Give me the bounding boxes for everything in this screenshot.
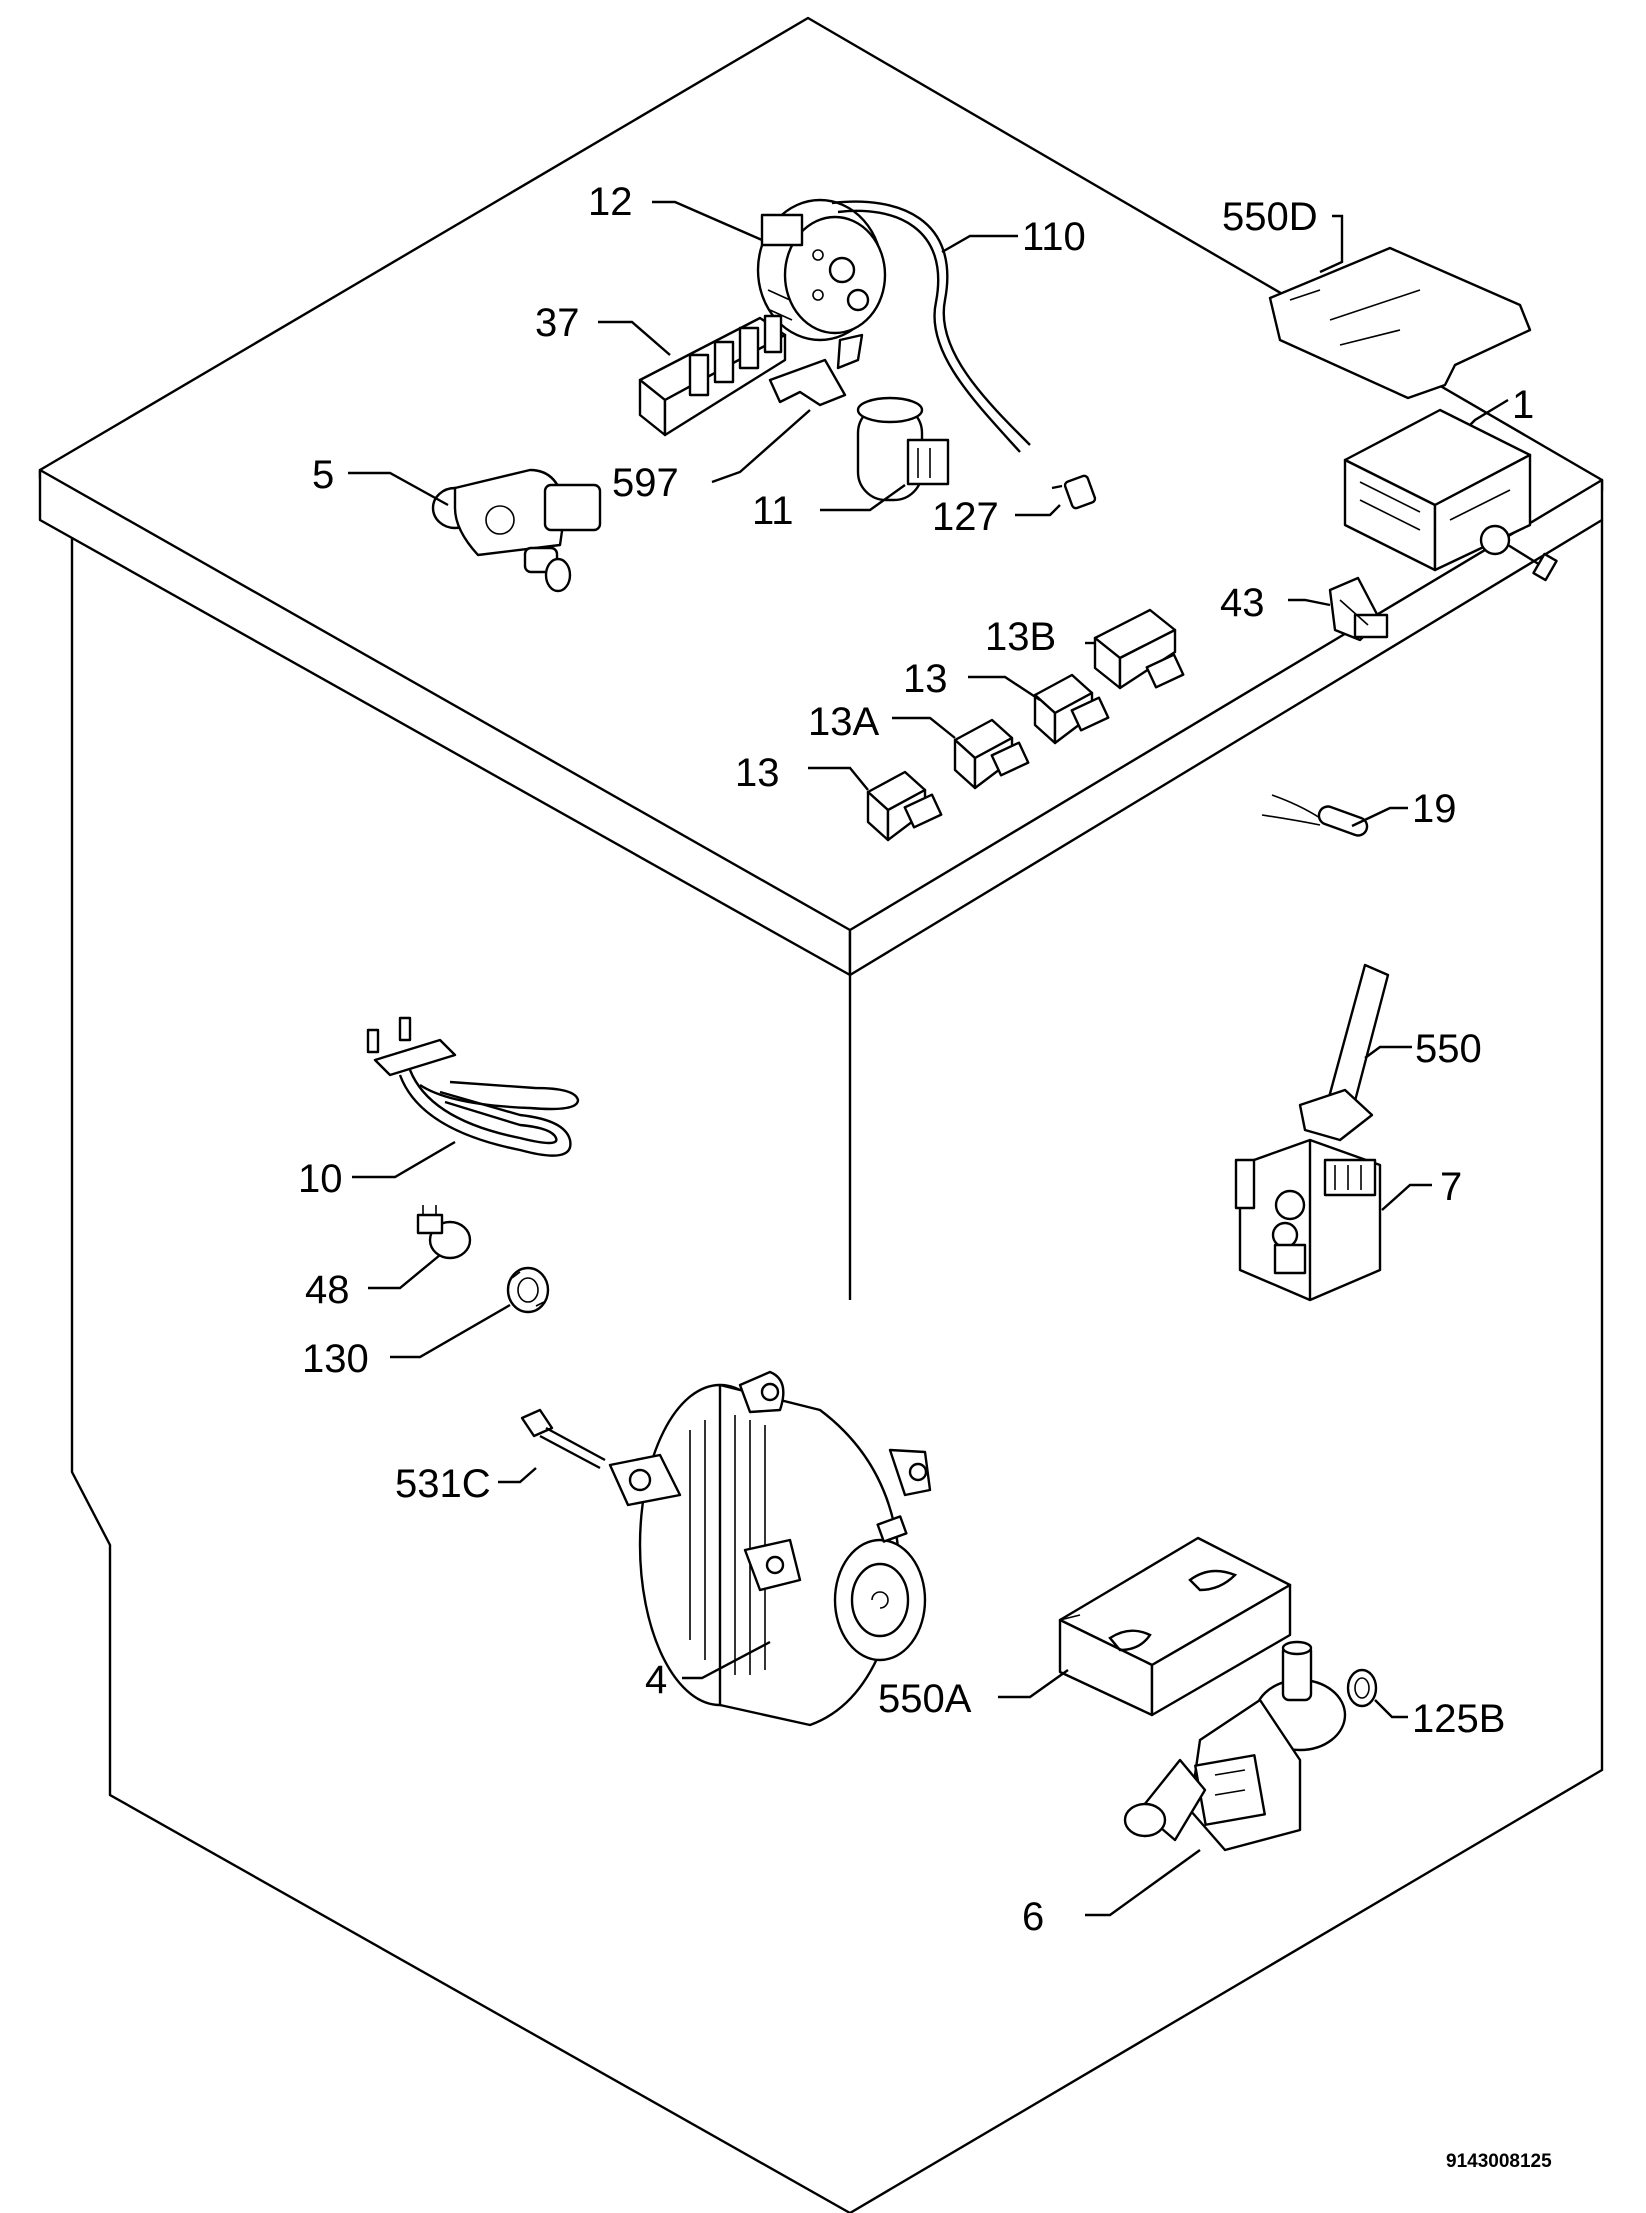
- label-531C: 531C: [395, 1462, 491, 1506]
- seal-ring-icon: [1346, 1668, 1378, 1708]
- screw-icon: [520, 1408, 606, 1470]
- thermostat-icon: [416, 1205, 472, 1260]
- heating-element-icon: [366, 1016, 580, 1157]
- motor-icon: [608, 1370, 932, 1727]
- label-43: 43: [1220, 581, 1265, 625]
- label-110: 110: [1022, 215, 1086, 259]
- programmer-timer-icon: [1343, 408, 1558, 582]
- connector-13-upper-icon: [1033, 673, 1110, 745]
- label-130: 130: [302, 1337, 369, 1381]
- part-labels: 12 110 550D 37 1 5 597 11 127 43 13B 13 …: [298, 180, 1534, 1939]
- connector-pin-icon: [1051, 474, 1097, 510]
- connector-13A-icon: [953, 718, 1030, 790]
- switch-icon: [1328, 576, 1389, 642]
- label-550A: 550A: [878, 1677, 972, 1721]
- label-10: 10: [298, 1157, 343, 1201]
- capacitor-icon: [856, 396, 950, 502]
- hose-icon: [831, 200, 1031, 446]
- label-550: 550: [1415, 1027, 1482, 1071]
- terminal-block-icon: [638, 314, 787, 437]
- label-11: 11: [752, 489, 794, 533]
- label-597: 597: [612, 461, 679, 505]
- label-13B: 13B: [985, 615, 1056, 659]
- mounting-bracket-icon: [1058, 1536, 1292, 1717]
- document-number: 9143008125: [1446, 2151, 1552, 2172]
- label-13A: 13A: [808, 700, 879, 744]
- label-37: 37: [535, 301, 580, 345]
- label-48: 48: [305, 1268, 350, 1312]
- label-19: 19: [1412, 787, 1457, 831]
- door-lock-icon: [1234, 963, 1390, 1302]
- leader-lines: [348, 200, 1509, 1917]
- inlet-valve-icon: [431, 468, 602, 593]
- connector-13B-icon: [1093, 608, 1185, 690]
- label-4: 4: [645, 1658, 667, 1702]
- label-13-lower: 13: [735, 751, 780, 795]
- bracket-icon: [768, 333, 864, 407]
- label-1: 1: [1512, 383, 1534, 427]
- temperature-sensor-icon: [1261, 794, 1369, 837]
- label-12: 12: [588, 180, 633, 224]
- label-127: 127: [932, 495, 999, 539]
- pressure-switch-icon: [756, 198, 887, 342]
- label-13-upper: 13: [903, 657, 948, 701]
- label-7: 7: [1440, 1165, 1462, 1209]
- nut-icon: [506, 1266, 550, 1314]
- label-5: 5: [312, 453, 334, 497]
- drain-pump-icon: [1123, 1640, 1347, 1852]
- label-125B: 125B: [1412, 1697, 1505, 1741]
- label-550D: 550D: [1222, 195, 1318, 239]
- label-6: 6: [1022, 1895, 1044, 1939]
- cover-plate-icon: [1268, 246, 1532, 400]
- connector-13-lower-icon: [866, 770, 943, 842]
